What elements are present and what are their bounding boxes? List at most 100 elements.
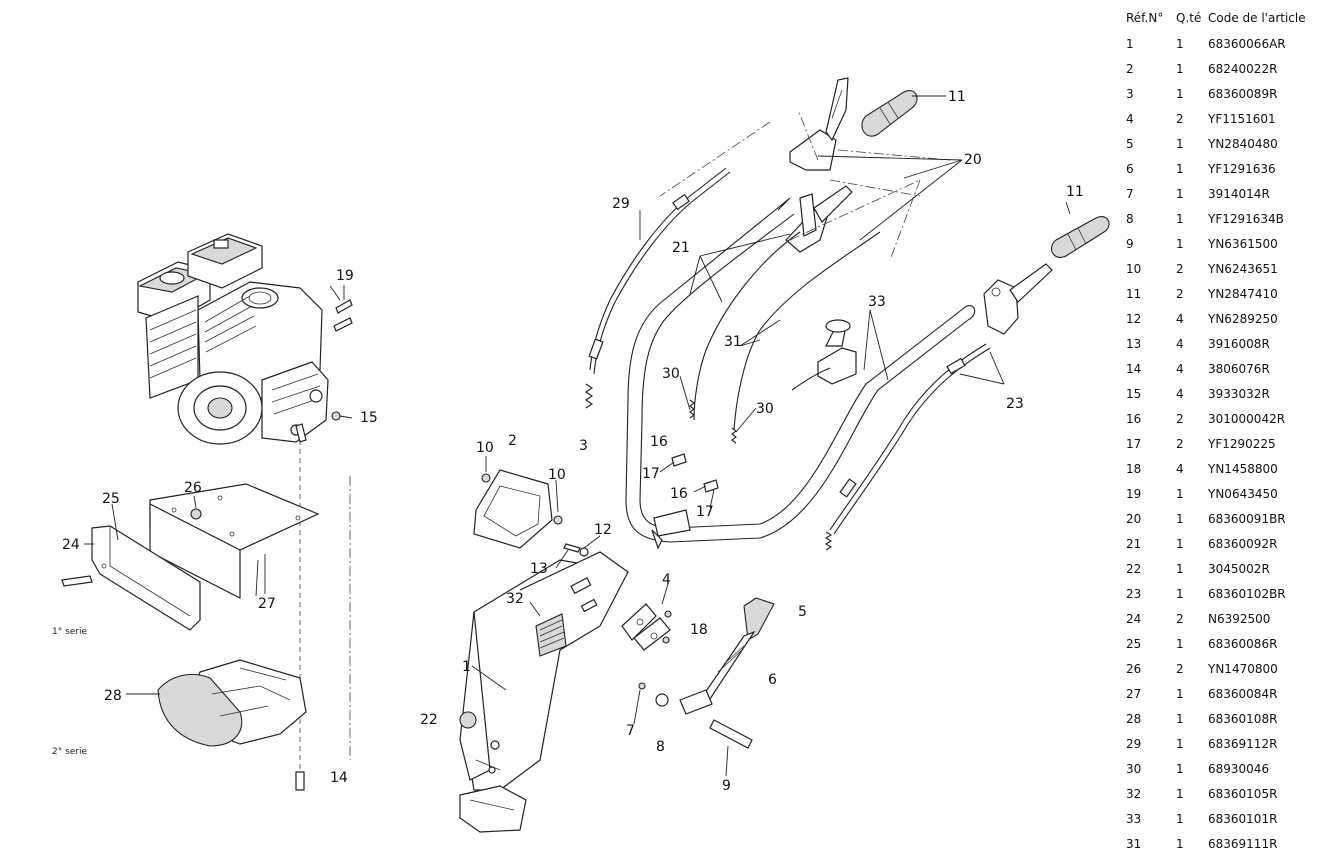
table-header-row: Réf.N° Q.té Code de l'article — [1120, 6, 1316, 32]
qty-cell: 2 — [1176, 287, 1184, 301]
qty-cell: 1 — [1176, 87, 1184, 101]
ref-cell: 7 — [1126, 187, 1134, 201]
callout-4: 4 — [662, 572, 671, 588]
code-cell: YN1458800 — [1208, 462, 1278, 476]
callout-10-right: 10 — [548, 467, 566, 483]
ref-cell: 30 — [1126, 762, 1142, 776]
callout-16-upper: 16 — [650, 434, 668, 450]
callout-29: 29 — [612, 196, 630, 212]
callout-25: 25 — [102, 491, 120, 507]
engine-assembly — [137, 233, 329, 445]
code-cell: 68930046 — [1208, 762, 1270, 776]
callout-11-right: 11 — [1066, 184, 1084, 200]
ref-cell: 33 — [1126, 812, 1142, 826]
code-cell: 3914014R — [1208, 187, 1270, 201]
qty-cell: 1 — [1176, 737, 1184, 751]
qty-cell: 1 — [1176, 837, 1184, 851]
callout-22: 22 — [420, 712, 438, 728]
grip-part-11-upper — [861, 90, 918, 137]
ref-cell: 19 — [1126, 487, 1142, 501]
callout-23: 23 — [1006, 396, 1024, 412]
qty-cell: 2 — [1176, 412, 1184, 426]
callout-8: 8 — [656, 739, 665, 755]
code-cell: 68360086R — [1208, 637, 1278, 651]
qty-cell: 4 — [1176, 312, 1184, 326]
callout-21: 21 — [672, 240, 690, 256]
callout-14: 14 — [330, 770, 348, 786]
clamps-part-4 — [621, 603, 672, 651]
code-cell: 301000042R — [1208, 412, 1286, 426]
code-cell: 3916008R — [1208, 337, 1270, 351]
qty-cell: 4 — [1176, 387, 1184, 401]
ref-cell: 18 — [1126, 462, 1142, 476]
code-cell: 3806076R — [1208, 362, 1270, 376]
code-cell: YF1291636 — [1208, 162, 1276, 176]
qty-cell: 1 — [1176, 162, 1184, 176]
ref-cell: 8 — [1126, 212, 1134, 226]
ref-cell: 26 — [1126, 662, 1142, 676]
ref-cell: 9 — [1126, 237, 1134, 251]
header-ref: Réf.N° — [1126, 11, 1164, 25]
code-cell: YF1291634B — [1208, 212, 1284, 226]
callout-11-upper: 11 — [948, 89, 966, 105]
cable-anchors — [671, 453, 719, 493]
ref-cell: 25 — [1126, 637, 1142, 651]
ref-cell: 3 — [1126, 87, 1134, 101]
callout-9: 9 — [722, 778, 731, 794]
table-row: 15 4 3933032R — [1120, 382, 1316, 407]
ref-cell: 22 — [1126, 562, 1142, 576]
ref-cell: 15 — [1126, 387, 1142, 401]
qty-cell: 2 — [1176, 437, 1184, 451]
callout-1: 1 — [462, 659, 471, 675]
callout-16-lower: 16 — [670, 486, 688, 502]
table-row: 9 1 YN6361500 — [1120, 232, 1316, 257]
qty-cell: 2 — [1176, 112, 1184, 126]
qty-cell: 1 — [1176, 37, 1184, 51]
ref-cell: 32 — [1126, 787, 1142, 801]
height-lever-assembly — [638, 597, 775, 749]
qty-cell: 1 — [1176, 687, 1184, 701]
code-cell: 68360101R — [1208, 812, 1278, 826]
ref-cell: 24 — [1126, 612, 1142, 626]
guard-second-series — [157, 659, 307, 747]
table-row: 16 2 301000042R — [1120, 407, 1316, 432]
code-cell: 68360091BR — [1208, 512, 1286, 526]
code-cell: 68360105R — [1208, 787, 1278, 801]
callout-17-lower: 17 — [696, 504, 714, 520]
table-row: 27 1 68360084R — [1120, 682, 1316, 707]
cables — [585, 167, 991, 551]
ref-cell: 16 — [1126, 412, 1142, 426]
code-cell: 68369111R — [1208, 837, 1278, 851]
qty-cell: 1 — [1176, 237, 1184, 251]
code-cell: 68360102BR — [1208, 587, 1286, 601]
table-row: 24 2 N6392500 — [1120, 607, 1316, 632]
code-cell: YN6243651 — [1208, 262, 1278, 276]
code-cell: N6392500 — [1208, 612, 1271, 626]
ref-cell: 27 — [1126, 687, 1142, 701]
code-cell: 3933032R — [1208, 387, 1270, 401]
key-part-19 — [333, 285, 353, 332]
code-cell: YN6289250 — [1208, 312, 1278, 326]
note-second-series: 2° serie — [52, 747, 88, 757]
ref-cell: 10 — [1126, 262, 1142, 276]
qty-cell: 2 — [1176, 612, 1184, 626]
code-cell: 68360084R — [1208, 687, 1278, 701]
code-cell: YN6361500 — [1208, 237, 1278, 251]
throttle-part-33 — [817, 319, 857, 385]
bolt-part-13 — [563, 543, 581, 553]
ref-cell: 17 — [1126, 437, 1142, 451]
